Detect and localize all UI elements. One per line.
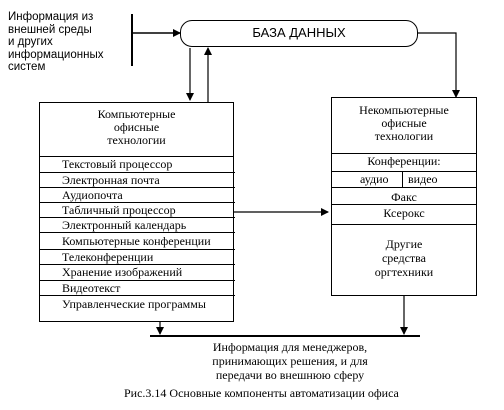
noncomputer-technologies-box: Некомпьютерные офисные технологии Конфер… [331, 97, 477, 296]
divider [40, 217, 235, 218]
database-label: БАЗА ДАННЫХ [252, 25, 346, 40]
audio-video-divider [402, 171, 403, 187]
divider [40, 202, 235, 203]
title-line: Компьютерные [97, 107, 176, 121]
list-item: Электронный календарь [62, 218, 187, 232]
computer-technologies-title: Компьютерные офисные технологии [40, 108, 233, 147]
video-label: видео [408, 172, 438, 186]
list-item: Табличный процессор [62, 203, 176, 217]
list-item: Управленческие программы [62, 297, 206, 311]
arrow-db-to-noncomputer [418, 32, 460, 98]
external-info-line: внешней среды [8, 23, 92, 36]
external-info-line: информационных [8, 48, 104, 61]
audio-label: аудио [360, 172, 389, 186]
divider [332, 204, 476, 205]
list-item: Текстовый процессор [62, 157, 173, 171]
divider [40, 172, 235, 173]
conferences-label: Конференции: [367, 154, 441, 168]
divider [40, 249, 235, 250]
output-info-label: Информация для менеджеров, принимающих р… [190, 340, 390, 382]
list-item: Электронная почта [62, 173, 160, 187]
external-info-line: и других [8, 36, 53, 48]
xerox-label: Ксерокс [383, 206, 425, 220]
divider [40, 187, 235, 188]
output-line-text: передачи во внешнюю сферу [215, 368, 365, 382]
external-info-line: Информация из [8, 11, 94, 23]
fax-label: Факс [391, 190, 417, 204]
other-line: средства [381, 251, 426, 265]
title-line: технологии [374, 129, 434, 143]
external-info-label: Информация из внешней среды и других инф… [8, 11, 103, 74]
divider [40, 156, 233, 157]
output-line-text: Информация для менеджеров, [212, 340, 368, 354]
divider [332, 224, 476, 225]
external-info-line: систем [8, 61, 46, 73]
title-line: офисные [381, 116, 427, 130]
database-box: БАЗА ДАННЫХ [180, 20, 418, 47]
divider [332, 171, 476, 172]
list-item: Видеотекст [62, 281, 121, 295]
divider [40, 280, 235, 281]
noncomputer-technologies-title: Некомпьютерные офисные технологии [332, 104, 476, 143]
divider [40, 295, 235, 296]
list-item: Телеконференции [62, 250, 154, 264]
other-line: Другие [385, 237, 423, 251]
other-line: оргтехники [374, 265, 434, 279]
divider [332, 153, 476, 154]
divider [332, 187, 476, 188]
list-item: Компьютерные конференции [62, 234, 211, 248]
title-line: офисные [113, 120, 160, 134]
list-item: Аудиопочта [62, 188, 123, 202]
figure-caption: Рис.3.14 Основные компоненты автоматизац… [124, 386, 399, 400]
other-equipment-label: Другие средства оргтехники [332, 237, 476, 279]
output-line-text: принимающих решения, и для [212, 354, 368, 368]
title-line: технологии [107, 133, 166, 147]
computer-technologies-box: Компьютерные офисные технологии Текстовы… [39, 102, 235, 322]
divider [40, 232, 235, 233]
list-item: Хранение изображений [62, 265, 183, 279]
title-line: Некомпьютерные [359, 103, 449, 117]
divider [40, 264, 235, 265]
